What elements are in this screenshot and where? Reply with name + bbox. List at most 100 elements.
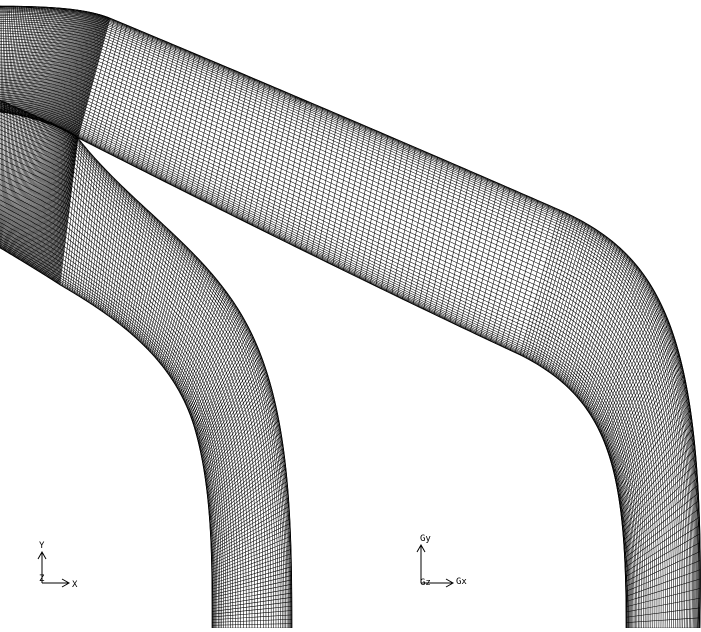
mesh-grid-line	[18, 6, 34, 116]
mesh-grid-line	[56, 11, 87, 127]
mesh-grid-line	[13, 6, 26, 115]
mesh-grid-line	[537, 219, 581, 365]
mesh-grid-line	[210, 72, 240, 205]
mesh-grid-line	[128, 214, 153, 332]
mesh-grid-line	[621, 434, 695, 521]
mesh-grid-line	[534, 218, 577, 364]
mesh-grid-line	[26, 7, 47, 118]
mesh-grid-line	[23, 6, 42, 117]
mesh-grid-line	[164, 53, 196, 183]
mesh-grid-line	[0, 25, 687, 629]
mesh-grid-line	[591, 281, 649, 419]
mesh-grid-line	[0, 17, 693, 629]
mesh-grid-line	[42, 8, 70, 122]
mesh-grid-line	[24, 119, 44, 263]
mesh-grid-line	[135, 41, 168, 168]
mesh-grid-line	[112, 32, 145, 156]
mesh-grid-line	[210, 480, 288, 535]
mesh-grid-line	[21, 6, 39, 116]
mesh-grid-line	[36, 7, 61, 120]
mesh-grid-line	[620, 421, 693, 513]
mesh-grid-line	[597, 294, 657, 429]
mesh-grid-line	[185, 302, 235, 406]
mesh-grid-line	[562, 238, 610, 383]
mesh-grid-line	[160, 254, 196, 365]
mesh-grid-line	[211, 592, 292, 607]
mesh-grid-line	[194, 65, 225, 198]
mesh-grid-line	[525, 213, 568, 359]
mesh-grid-line	[45, 131, 69, 276]
mesh-grid-line	[0, 49, 670, 629]
mesh-grid-line	[391, 149, 422, 295]
mesh-grid-line	[211, 583, 292, 601]
mesh-grid-line	[207, 423, 280, 497]
mesh-grid-line	[86, 21, 119, 143]
mesh-grid-line	[102, 185, 123, 312]
mesh-grid-line	[144, 233, 174, 347]
mesh-grid-line	[449, 176, 483, 322]
mesh-grid-line	[625, 617, 701, 623]
mesh-grid-line	[195, 333, 252, 433]
mesh-grid-line	[211, 514, 290, 557]
mesh-grid-line	[72, 15, 105, 135]
mesh-grid-line	[564, 241, 613, 385]
mesh-grid-line	[3, 103, 9, 251]
mesh-grid-line	[348, 130, 378, 274]
mesh-grid-line	[15, 112, 29, 258]
mesh-grid-line	[519, 209, 561, 356]
mesh-grid-line	[211, 536, 291, 571]
mesh-grid-line	[0, 81, 648, 629]
mesh-grid-line	[542, 223, 587, 369]
mesh-grid-line	[9, 108, 19, 254]
mesh-grid-line	[0, 79, 650, 629]
mesh-grid-line	[119, 205, 143, 325]
mesh-grid-line	[22, 6, 41, 117]
mesh-grid-line	[0, 110, 627, 628]
mesh-grid-line	[211, 562, 292, 587]
mesh-grid-line	[1, 101, 4, 249]
mesh-grid-line	[370, 140, 400, 284]
mesh-grid-line	[161, 257, 198, 367]
mesh-grid-line	[113, 197, 136, 320]
mesh-grid-line	[145, 45, 177, 173]
mesh-grid-line	[475, 188, 511, 335]
mesh-grid-line	[576, 255, 629, 398]
mesh-grid-line	[0, 100, 635, 629]
mesh-grid-line	[0, 67, 658, 629]
mesh-grid-line	[439, 171, 472, 317]
mesh-grid-line	[200, 363, 265, 455]
mesh-grid-line	[625, 578, 701, 602]
mesh-grid-line	[1, 6, 5, 113]
mesh-grid-line	[124, 209, 148, 329]
mesh-grid-line	[62, 140, 81, 287]
mesh-grid-line	[211, 553, 292, 582]
mesh-grid-line	[47, 9, 76, 124]
mesh-grid-line	[25, 6, 46, 117]
mesh-grid-line	[211, 518, 291, 560]
mesh-grid-line	[75, 17, 109, 137]
mesh-grid-line	[12, 110, 25, 256]
mesh-grid-line	[48, 132, 72, 278]
mesh-grid-line	[0, 76, 652, 629]
mesh-grid-line	[48, 9, 77, 124]
mesh-grid-line	[83, 165, 103, 300]
mesh-grid-line	[0, 108, 629, 628]
mesh-grid-line	[200, 68, 230, 200]
mesh-grid-line	[0, 106, 630, 629]
mesh-grid-line	[0, 44, 674, 629]
mesh-grid-line	[59, 12, 91, 129]
mesh-grid-line	[386, 147, 416, 292]
mesh-grid-line	[184, 61, 215, 193]
mesh-grid-line	[86, 168, 105, 302]
mesh-grid-line	[625, 533, 701, 578]
mesh-grid-line	[5, 6, 13, 113]
mesh-grid-line	[130, 216, 156, 334]
mesh-grid-line	[364, 137, 394, 282]
mesh-grid-line	[158, 252, 193, 363]
mesh-grid-line	[605, 321, 670, 448]
mesh-grid-line	[428, 166, 461, 312]
mesh-grid-line	[147, 238, 179, 351]
mesh-grid-line	[207, 435, 282, 505]
